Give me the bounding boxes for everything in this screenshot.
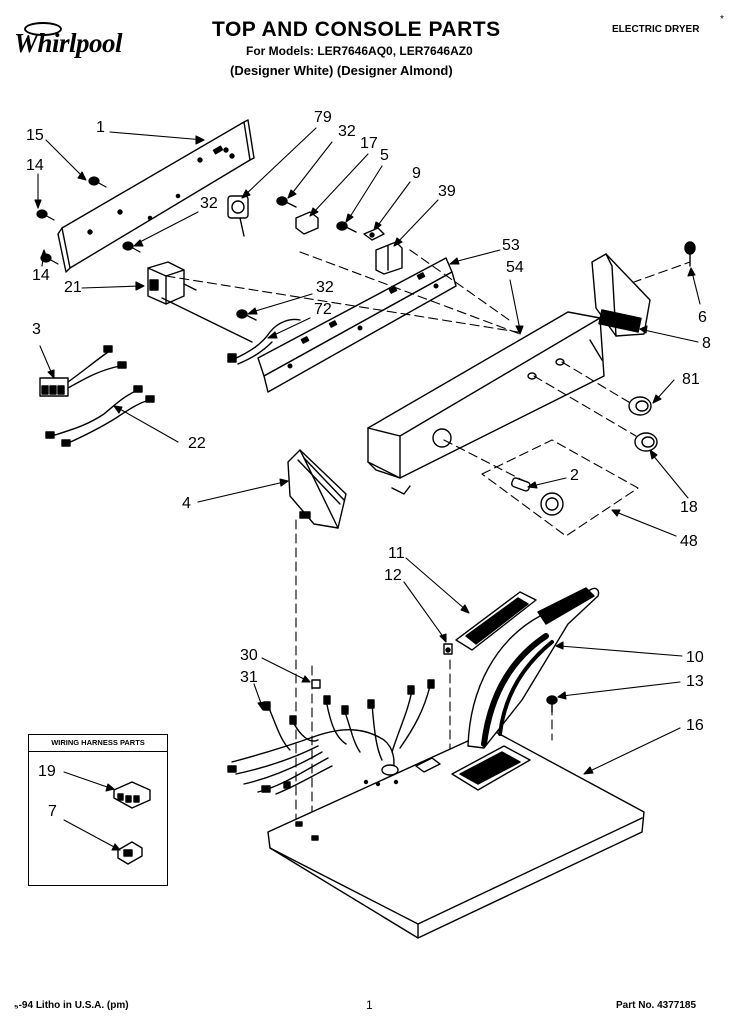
- callout-72: 72: [314, 301, 332, 318]
- callout-12: 12: [384, 567, 402, 584]
- assembly-guide-lines: [165, 249, 691, 841]
- callout-81: 81: [682, 371, 700, 388]
- callout-1: 1: [96, 119, 105, 136]
- model-numbers: For Models: LER7646AQ0, LER7646AZ0: [246, 44, 473, 58]
- console-small-parts: [227, 195, 403, 275]
- callout-31: 31: [240, 669, 258, 686]
- callout-14-lower: 14: [32, 267, 50, 284]
- callout-13: 13: [686, 673, 704, 690]
- callout-21: 21: [64, 279, 82, 296]
- callout-39: 39: [438, 183, 456, 200]
- callout-4: 4: [182, 495, 191, 512]
- callout-32-top: 32: [338, 123, 356, 140]
- callout-53: 53: [502, 237, 520, 254]
- inset-title: WIRING HARNESS PARTS: [29, 735, 167, 752]
- callout-30: 30: [240, 647, 258, 664]
- callout-48: 48: [680, 533, 698, 550]
- wire-harness-72: [227, 309, 301, 365]
- callout-18: 18: [680, 499, 698, 516]
- callout-79: 79: [314, 109, 332, 126]
- callout-54: 54: [506, 259, 524, 276]
- callout-19: 19: [38, 763, 56, 780]
- callout-11: 11: [388, 545, 405, 562]
- callout-22: 22: [188, 435, 206, 452]
- wiring-harness-inset: WIRING HARNESS PARTS: [28, 734, 168, 886]
- part-number: Part No. 4377185: [616, 1000, 697, 1011]
- screw-13: [546, 695, 558, 713]
- harness-connector-3: [39, 345, 127, 397]
- callout-8: 8: [702, 335, 711, 352]
- page-title: TOP AND CONSOLE PARTS: [212, 18, 501, 41]
- console-end-cap: [591, 241, 696, 337]
- timer-assembly: [147, 261, 253, 343]
- callout-3: 3: [32, 321, 41, 338]
- callout-leaders: [34, 127, 701, 851]
- callout-7: 7: [48, 803, 57, 820]
- inset-parts: [113, 781, 151, 865]
- callout-9: 9: [412, 165, 421, 182]
- console-panel-11: [443, 591, 537, 655]
- litho-note: ₅-94 Litho in U.S.A. (pm): [14, 1000, 129, 1011]
- color-variants: (Designer White) (Designer Almond): [230, 63, 453, 78]
- page-number: 1: [366, 998, 373, 1012]
- callout-15: 15: [26, 127, 44, 144]
- callout-2: 2: [570, 467, 579, 484]
- brand-logo-emblem: [24, 22, 62, 36]
- switch-mounting-strip: [257, 257, 457, 393]
- left-end-cap: [287, 449, 347, 529]
- product-type: ELECTRIC DRYER: [612, 24, 700, 35]
- product-mark: *: [720, 14, 724, 25]
- callout-16: 16: [686, 717, 704, 734]
- dryer-top-panel: [267, 729, 645, 939]
- callout-14-upper: 14: [26, 157, 44, 174]
- control-panel-bracket: [57, 119, 255, 273]
- callout-10: 10: [686, 649, 704, 666]
- harness-22: [45, 385, 155, 447]
- callout-32-mid: 32: [316, 279, 334, 296]
- knobs-and-buttons: [510, 396, 658, 516]
- callout-5: 5: [380, 147, 389, 164]
- callout-32-left: 32: [200, 195, 218, 212]
- brand-logo: Whirlpool: [14, 28, 123, 58]
- callout-17: 17: [360, 135, 378, 152]
- control-console-housing: [451, 587, 600, 791]
- callout-6: 6: [698, 309, 707, 326]
- main-wire-harness: [227, 679, 435, 795]
- console: [367, 311, 605, 495]
